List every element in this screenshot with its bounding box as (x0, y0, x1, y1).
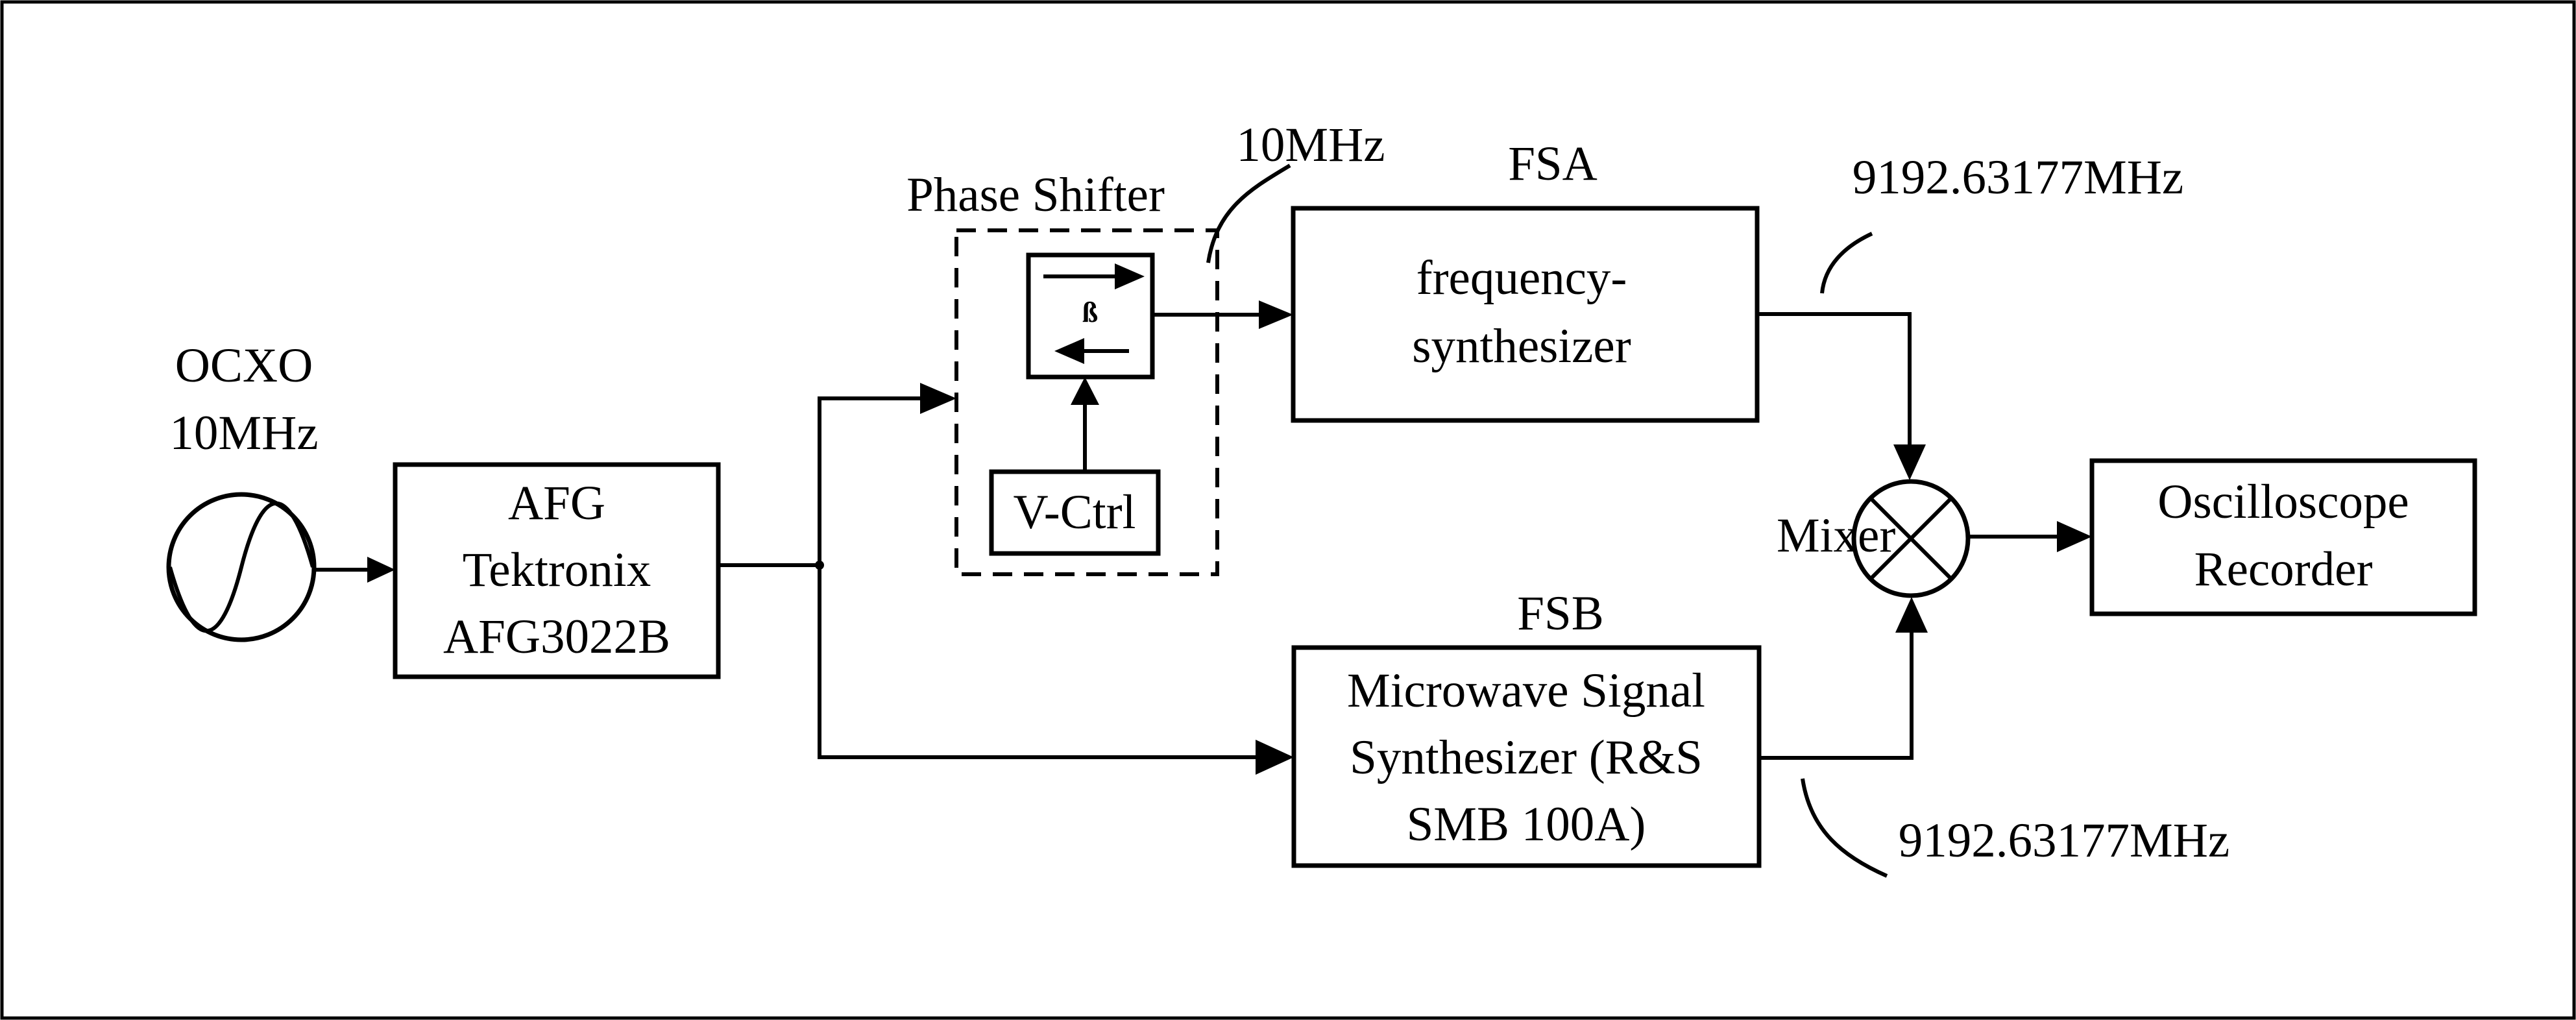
fsb-box (1291, 645, 1762, 868)
fsb-name: FSB (1517, 587, 1603, 640)
arrowhead (1071, 377, 1099, 405)
afg-label-line3: AFG3022B (443, 610, 670, 664)
ocxo-frequency: 10MHz (169, 406, 318, 460)
arrowhead (1259, 300, 1293, 329)
vctrl-box (989, 469, 1161, 556)
fsb-output-frequency: 9192.63177MHz (1899, 814, 2230, 868)
oscilloscope-label-line1: Oscilloscope (2157, 475, 2409, 529)
sine-wave-icon (168, 501, 315, 633)
oscilloscope-block: Oscilloscope Recorder (2089, 458, 2477, 616)
vctrl-label: V-Ctrl (1014, 485, 1136, 539)
ocxo-label: OCXO (175, 339, 313, 393)
oscilloscope-label-line2: Recorder (2194, 542, 2373, 596)
fsb-frequency-marker (1801, 778, 1888, 878)
afg-block: AFG Tektronix AFG3022B (393, 462, 721, 679)
arrowhead (2057, 521, 2092, 552)
fsa-name: FSA (1508, 137, 1598, 191)
arrowhead (1895, 597, 1928, 633)
afg-label-line1: AFG (508, 476, 605, 530)
backward-arrow-icon (1054, 338, 1084, 364)
afg-box (393, 462, 721, 679)
fsa-label-line1: frequency- (1416, 251, 1627, 305)
fsb-label-line2: Synthesizer (R&S (1350, 731, 1703, 784)
phase-shifter-label: Phase Shifter (906, 168, 1165, 222)
mixer-label: Mixer (1777, 509, 1895, 563)
fsb-label-line3: SMB 100A) (1407, 797, 1646, 851)
ref-frequency-marker (1206, 164, 1291, 263)
beta-symbol: ß (1082, 297, 1098, 328)
fsb-block: FSB Microwave Signal Synthesizer (R&S SM… (1291, 587, 1762, 868)
oscilloscope-box (2089, 458, 2477, 616)
ref-frequency-label: 10MHz (1236, 118, 1385, 172)
phase-shifter-dashed-frame (954, 228, 1219, 576)
fsa-label-line2: synthesizer (1412, 319, 1631, 373)
ocxo-source: OCXO 10MHz (166, 339, 319, 642)
fsa-block: FSA frequency- synthesizer (1291, 137, 1760, 423)
arrowhead (367, 557, 395, 583)
fsb-label-line1: Microwave Signal (1347, 664, 1705, 718)
fsa-frequency-marker (1820, 232, 1873, 294)
arrowhead (920, 383, 956, 414)
mixer-block: Mixer (1777, 479, 1971, 598)
fsa-output-frequency: 9192.63177MHz (1853, 151, 2183, 204)
fsa-box (1291, 206, 1760, 423)
afg-label-line2: Tektronix (463, 543, 651, 597)
arrowhead (1256, 740, 1294, 775)
forward-arrow-icon (1115, 263, 1145, 289)
arrowhead (1893, 444, 1926, 480)
phase-shifter-block: Phase Shifter ß V-Ctrl (906, 168, 1219, 576)
mixer-cross-icon (1869, 496, 1953, 581)
